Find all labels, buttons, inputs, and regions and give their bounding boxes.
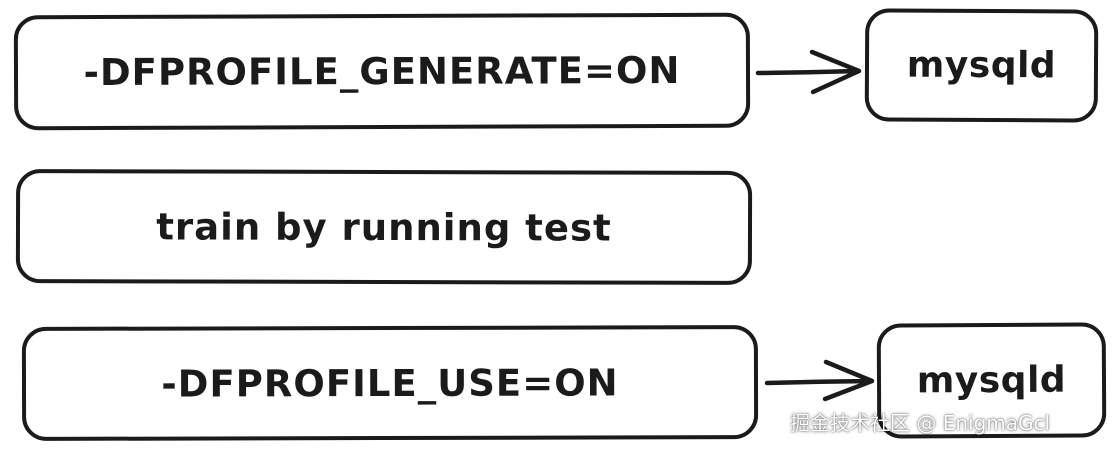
arrow-shaft-bottom bbox=[764, 378, 874, 386]
watermark-text: 掘金技术社区 @ EnigmaGcl bbox=[790, 411, 1051, 435]
arrow-head-top bbox=[809, 49, 862, 95]
arrow-head-bottom bbox=[822, 359, 875, 402]
arrow-generate-to-mysqld bbox=[755, 49, 862, 95]
arrow-shaft-top bbox=[755, 68, 861, 76]
arrow-use-to-mysqld bbox=[764, 359, 875, 402]
